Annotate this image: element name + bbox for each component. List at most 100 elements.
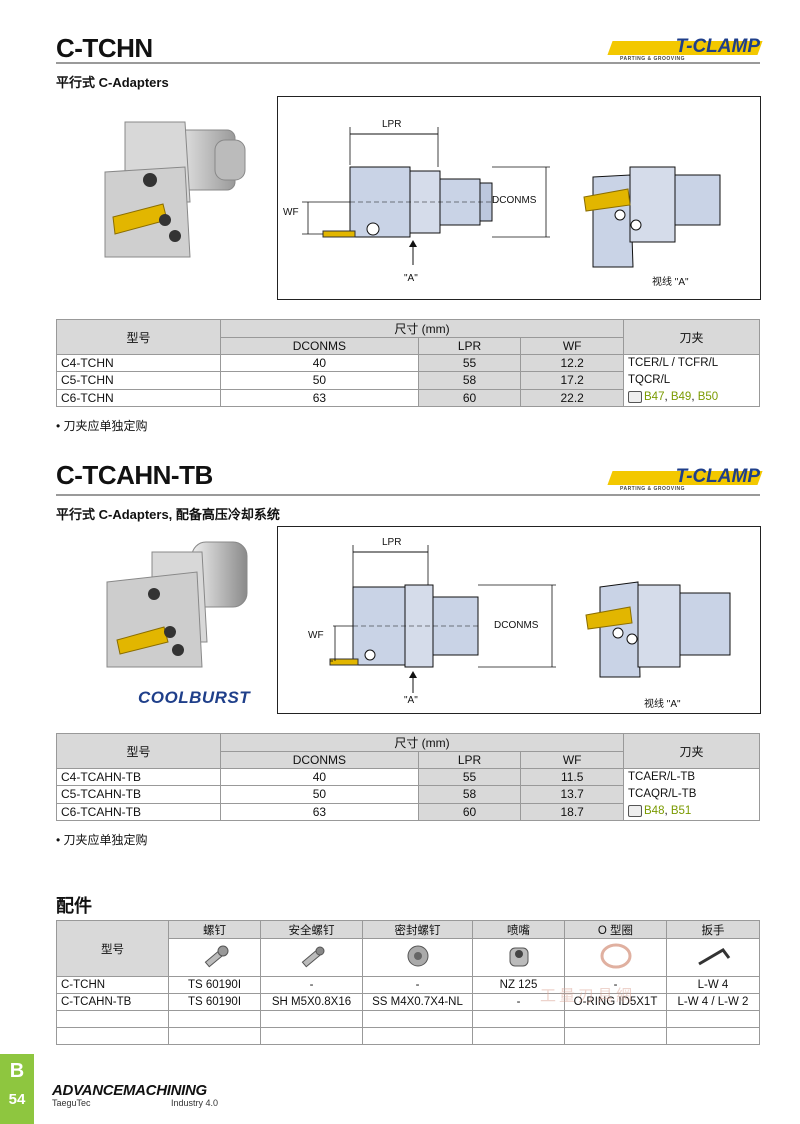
c-tcahn-tb-lpr-label: LPR <box>382 537 402 548</box>
parts-row-screw: TS 60190I <box>168 976 261 994</box>
parts-title: 配件 <box>56 896 92 916</box>
parts-row-screw: TS 60190I <box>168 993 261 1011</box>
section1-subtitle: 平行式 C-Adapters <box>56 75 169 90</box>
row-wf: 11.5 <box>520 767 624 787</box>
holder-line-2: TQCR/L <box>628 374 671 386</box>
table-header-dimensions: 尺寸 (mm) <box>220 733 624 752</box>
table-row: C6-TCAHN-TB 63 60 18.7 <box>56 802 760 822</box>
parts-header-safety-screw: 安全螺钉 <box>260 920 363 939</box>
row-dconms: 63 <box>220 802 419 822</box>
section-tab: B 54 <box>0 1054 34 1124</box>
parts-row-empty <box>56 1010 760 1028</box>
table-header-wf: WF <box>520 337 624 355</box>
c-tchn-product-image <box>104 121 246 258</box>
row-dconms: 50 <box>220 785 419 804</box>
row-lpr: 58 <box>417 371 522 390</box>
o-ring-icon <box>564 938 667 977</box>
row-wf: 12.2 <box>520 353 624 373</box>
safety-screw-icon <box>260 938 363 977</box>
row-wf: 17.2 <box>520 371 624 390</box>
parts-header-nozzle: 喷嘴 <box>472 920 565 939</box>
parts-header-seal-screw: 密封螺钉 <box>362 920 473 939</box>
wrench-icon <box>666 938 760 977</box>
section2-note: • 刀夹应单独定购 <box>56 833 148 847</box>
ref-link[interactable]: B49 <box>670 391 692 403</box>
ref-link[interactable]: B47 <box>644 391 665 403</box>
section1-note: • 刀夹应单独定购 <box>56 419 148 433</box>
table-header-model: 型号 <box>56 733 221 769</box>
holder-line-2: TCAQR/L-TB <box>628 788 697 800</box>
row-model: C6-TCHN <box>56 388 221 408</box>
c-tchn-spec-table: 型号 尺寸 (mm) 刀夹 DCONMS LPR WF C4-TCHN 40 5… <box>56 319 760 408</box>
logo-main: ADVANCEMACHINING <box>52 1082 207 1099</box>
parts-row-seal-screw: SS M4X0.7X4-NL <box>362 993 473 1011</box>
table-row: C4-TCAHN-TB 40 55 11.5 TCAER/L-TB TCAQR/… <box>56 767 760 821</box>
parts-row-nozzle: NZ 125 <box>472 976 565 994</box>
parts-row-wrench: L-W 4 / L-W 2 <box>666 993 760 1011</box>
table-header-lpr: LPR <box>417 337 522 355</box>
row-wf: 22.2 <box>520 388 624 408</box>
table-header-holder: 刀夹 <box>623 733 760 769</box>
c-tcahn-tb-drawing <box>329 545 731 693</box>
c-tcahn-tb-product-image <box>106 541 248 668</box>
row-wf: 13.7 <box>520 785 624 804</box>
parts-row-model: C-TCAHN-TB <box>56 993 169 1011</box>
ref-link[interactable]: B51 <box>670 805 692 817</box>
tclamp-logo-text: T-CLAMP <box>675 36 760 57</box>
c-tchn-drawing <box>302 127 721 268</box>
row-lpr: 58 <box>417 785 522 804</box>
holder-cell: TCAER/L-TB TCAQR/L-TB B48, B51 <box>623 768 760 821</box>
ref-link[interactable]: B48 <box>644 805 665 817</box>
section1-title: C-TCHN <box>56 33 153 63</box>
parts-row: C-TCAHN-TB TS 60190I SH M5X0.8X16 SS M4X… <box>56 993 760 1011</box>
tclamp-logo-sub: PARTING & GROOVING <box>620 486 686 492</box>
table-header-model: 型号 <box>56 319 221 355</box>
section2-subtitle: 平行式 C-Adapters, 配备高压冷却系统 <box>56 507 280 522</box>
section-tab-letter: B <box>9 1060 25 1082</box>
parts-row: C-TCHN TS 60190I - - NZ 125 - L-W 4 <box>56 976 760 994</box>
table-header-dconms: DCONMS <box>220 751 419 769</box>
table-row: C5-TCHN 50 58 17.2 <box>56 371 760 390</box>
parts-header-model: 型号 <box>56 920 169 977</box>
parts-row-seal-screw: - <box>362 976 473 994</box>
parts-header-wrench: 扳手 <box>666 920 760 939</box>
coolburst-logo: COOLBURST <box>138 688 251 707</box>
c-tchn-lpr-label: LPR <box>382 119 402 130</box>
catalog-book-icon <box>628 804 642 817</box>
c-tchn-dconms-label: DCONMS <box>492 195 537 206</box>
row-model: C5-TCAHN-TB <box>56 785 221 804</box>
c-tcahn-tb-diagram: LPR WF DCONMS "A" 视线 "A" <box>277 526 761 714</box>
holder-refs: B47, B49, B50 <box>628 389 755 406</box>
parts-row-safety-screw: SH M5X0.8X16 <box>260 993 363 1011</box>
row-model: C4-TCAHN-TB <box>56 767 221 787</box>
row-dconms: 40 <box>220 767 419 787</box>
page-number: 54 <box>8 1091 26 1108</box>
c-tcahn-tb-wf-label: WF <box>308 630 324 641</box>
c-tchn-view-a-label: "A" <box>404 273 418 284</box>
table-header-wf: WF <box>520 751 624 769</box>
advance-machining-logo: ADVANCEMACHINING TaeguTec Industry 4.0 <box>52 1082 218 1108</box>
section2-divider <box>56 494 760 496</box>
parts-row-safety-screw: - <box>260 976 363 994</box>
c-tchn-diagram: LPR WF DCONMS "A" 视线 "A" <box>277 96 761 300</box>
holder-line-1: TCAER/L-TB <box>628 771 696 783</box>
table-row: C4-TCHN 40 55 12.2 TCER/L / TCFR/L TQCR/… <box>56 353 760 407</box>
c-tchn-wf-label: WF <box>283 207 299 218</box>
table-header-lpr: LPR <box>417 751 522 769</box>
nozzle-icon <box>472 938 565 977</box>
logo-taegutec: TaeguTec <box>52 1098 91 1108</box>
row-dconms: 40 <box>220 353 419 373</box>
tclamp-logo-sub: PARTING & GROOVING <box>620 56 686 62</box>
row-wf: 18.7 <box>520 802 624 822</box>
catalog-book-icon <box>628 390 642 403</box>
c-tcahn-tb-dconms-label: DCONMS <box>494 620 539 631</box>
row-model: C4-TCHN <box>56 353 221 373</box>
parts-row-model: C-TCHN <box>56 976 169 994</box>
screw-icon <box>168 938 261 977</box>
parts-row-wrench: L-W 4 <box>666 976 760 994</box>
watermark: 工量刃具網 <box>540 988 636 1005</box>
ref-link[interactable]: B50 <box>697 391 719 403</box>
table-header-holder: 刀夹 <box>623 319 760 355</box>
holder-refs: B48, B51 <box>628 803 755 820</box>
